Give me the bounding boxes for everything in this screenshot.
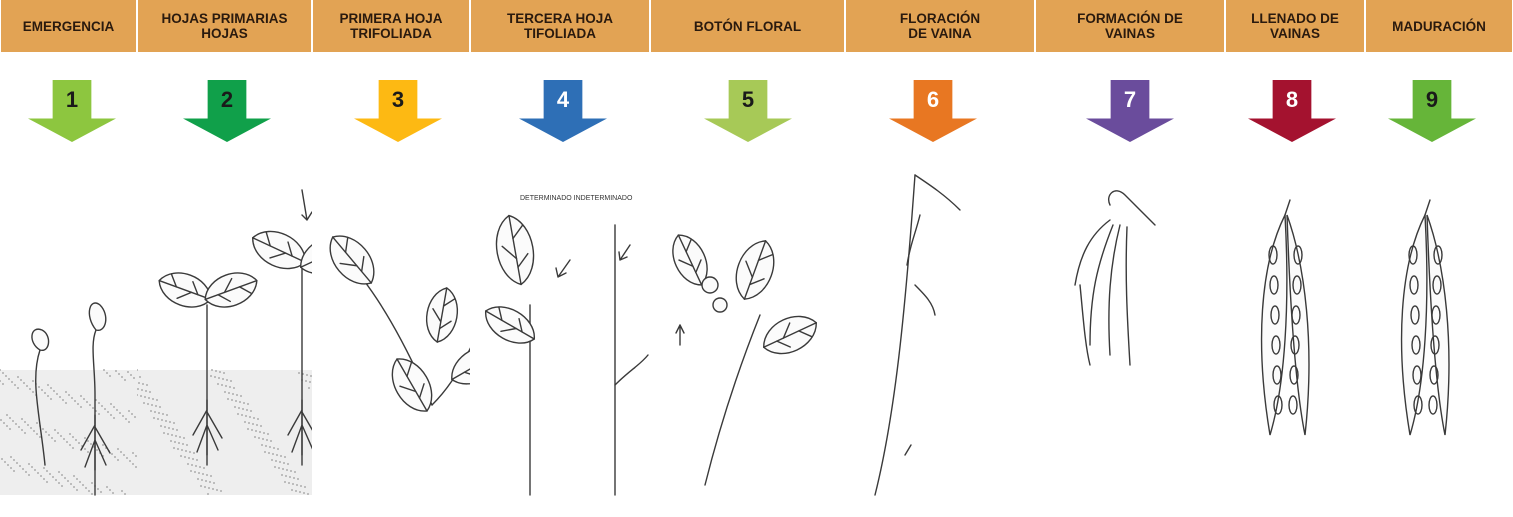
down-arrow-icon: 9	[1388, 80, 1476, 142]
pod-filling-illustration	[1225, 165, 1365, 505]
stage-header: TERCERA HOJA TIFOLIADA	[471, 0, 649, 52]
down-arrow-icon: 7	[1086, 80, 1174, 142]
stage-1: EMERGENCIA 1	[0, 0, 137, 517]
third-trifoliate-illustration: DETERMINADO INDETERMINADO	[470, 165, 650, 505]
stage-3: PRIMERA HOJA TRIFOLIADA 3	[312, 0, 470, 517]
stage-number: 5	[741, 87, 755, 112]
down-arrow-icon: 6	[889, 80, 977, 142]
stage-number: 7	[1123, 87, 1137, 112]
first-trifoliate-illustration	[312, 165, 470, 505]
stage-header: FORMACIÓN DE VAINAS	[1036, 0, 1224, 52]
stage-number: 6	[926, 87, 940, 112]
stage-8: LLENADO DE VAINAS 8	[1225, 0, 1365, 517]
down-arrow-icon: 4	[519, 80, 607, 142]
annotation-label: DETERMINADO INDETERMINADO	[520, 195, 633, 202]
stage-header: EMERGENCIA	[1, 0, 136, 52]
stage-header: MADURACIÓN	[1366, 0, 1512, 52]
down-arrow-icon: 1	[28, 80, 116, 142]
stage-7: FORMACIÓN DE VAINAS 7	[1035, 0, 1225, 517]
down-arrow-icon: 5	[704, 80, 792, 142]
maturity-illustration	[1365, 165, 1513, 505]
stage-number: 1	[65, 87, 79, 112]
stage-9: MADURACIÓN 9	[1365, 0, 1513, 517]
flowering-illustration	[845, 165, 1035, 505]
stage-number: 9	[1425, 87, 1439, 112]
stage-6: FLORACIÓN DE VAINA 6	[845, 0, 1035, 517]
stage-header: BOTÓN FLORAL	[651, 0, 844, 52]
down-arrow-icon: 3	[354, 80, 442, 142]
stage-number: 3	[391, 87, 405, 112]
stage-number: 8	[1285, 87, 1299, 112]
stage-5: BOTÓN FLORAL 5	[650, 0, 845, 517]
down-arrow-icon: 8	[1248, 80, 1336, 142]
stage-header: HOJAS PRIMARIAS HOJAS	[138, 0, 311, 52]
pod-formation-illustration	[1035, 165, 1225, 505]
stage-number: 2	[220, 87, 234, 112]
flower-bud-illustration	[650, 165, 845, 505]
stage-header: LLENADO DE VAINAS	[1226, 0, 1364, 52]
seedling-emerging-illustration	[0, 165, 137, 505]
down-arrow-icon: 2	[183, 80, 271, 142]
stage-4: TERCERA HOJA TIFOLIADA 4 DETERMINADO IND…	[470, 0, 650, 517]
stage-2: HOJAS PRIMARIAS HOJAS 2	[137, 0, 312, 517]
stage-number: 4	[556, 87, 570, 112]
stage-header: PRIMERA HOJA TRIFOLIADA	[313, 0, 469, 52]
stage-header: FLORACIÓN DE VAINA	[846, 0, 1034, 52]
primary-leaves-illustration	[137, 165, 312, 505]
